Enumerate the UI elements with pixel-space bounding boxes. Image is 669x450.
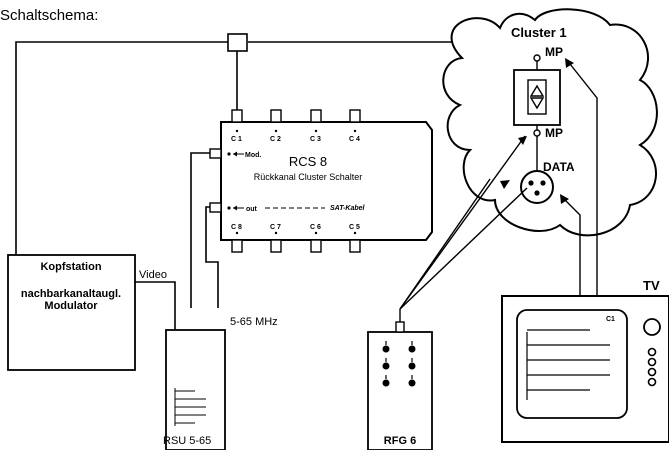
port-label-c3: C 3	[310, 136, 321, 143]
rcs-side-wiring	[190, 152, 219, 308]
rcs8-port-labels: C 1 C 2 C 3 C 4 C 8 C 7 C 6 C 5 Mod. out	[231, 136, 360, 231]
diagram-title: Schaltschema:	[0, 7, 98, 24]
cluster-title: Cluster 1	[511, 25, 567, 40]
port-label-c1: C 1	[231, 136, 242, 143]
rsu-label: RSU 5-65	[163, 435, 211, 447]
data-outlet	[520, 170, 554, 204]
rcs-subtitle: Rückkanal Cluster Schalter	[254, 172, 363, 182]
mp-bottom-connector	[533, 129, 541, 137]
port-label-c5: C 5	[349, 224, 360, 231]
port-label-c4: C 4	[349, 136, 360, 143]
port-label-c8: C 8	[231, 224, 242, 231]
rfg-cluster-lines	[399, 135, 528, 322]
data-label: DATA	[543, 160, 575, 174]
port-label-c2: C 2	[270, 136, 281, 143]
port-label-c7: C 7	[270, 224, 281, 231]
mod-port-label: Mod.	[245, 152, 261, 159]
tv-cluster-lines	[560, 58, 598, 296]
out-port-label: out	[246, 206, 258, 213]
headend-line1: Kopfstation	[40, 261, 101, 273]
video-line	[135, 281, 176, 330]
tv-label: TV	[643, 278, 660, 293]
freq-label: 5-65 MHz	[230, 316, 278, 328]
mp-bottom-label: MP	[545, 126, 563, 140]
rcs-name: RCS 8	[289, 154, 327, 169]
cluster-internal	[513, 54, 561, 204]
headend-line3: Modulator	[44, 300, 98, 312]
headend-box	[7, 254, 136, 371]
tv-channel-label: C1	[606, 316, 615, 323]
rsu-display	[174, 388, 206, 426]
rfg-label: RFG 6	[384, 435, 416, 447]
port-label-c6: C 6	[310, 224, 321, 231]
headend-line2: nachbarkanaltaugl.	[21, 288, 121, 300]
rsu-box	[165, 329, 226, 450]
video-label: Video	[139, 269, 167, 281]
mp-top-connector	[533, 54, 541, 62]
splitter-box	[227, 33, 248, 52]
rfg-connectors	[382, 341, 416, 387]
tv-set	[501, 295, 669, 443]
rfg-box	[367, 331, 433, 450]
rcs-brand: SAT-Kabel	[330, 205, 366, 212]
rcs8-switch	[209, 109, 433, 253]
mp-top-label: MP	[545, 45, 563, 59]
